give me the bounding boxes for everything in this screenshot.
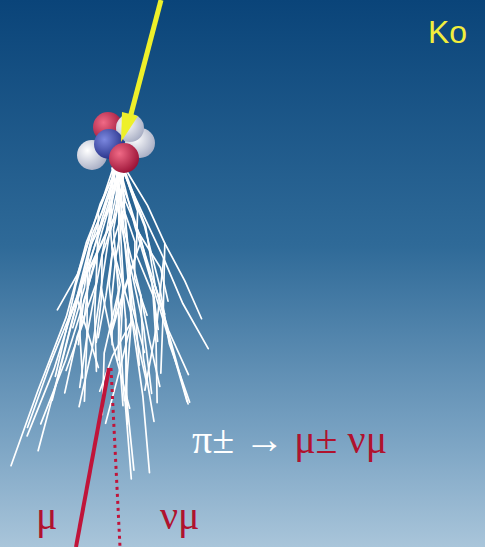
muon-track	[76, 368, 109, 547]
nucleus	[77, 112, 155, 173]
particle-label: μ	[36, 496, 57, 536]
slide-title: Ko	[428, 16, 467, 48]
shower-track	[122, 168, 209, 349]
shower-track	[122, 168, 189, 402]
shower-track	[145, 258, 164, 390]
decay-formula: μ± νμ	[294, 420, 387, 460]
primary-cosmic-ray-arrow	[121, 0, 161, 142]
shower-tracks	[11, 168, 208, 479]
shower-track	[52, 168, 122, 400]
neutrino-track	[111, 368, 120, 547]
shower-track	[126, 319, 128, 424]
shower-track	[95, 256, 97, 371]
shower-track	[41, 168, 121, 424]
shower-track	[78, 168, 113, 345]
shower-track	[100, 320, 132, 391]
decay-formula: π± →	[192, 420, 284, 460]
shower-track	[27, 168, 121, 427]
particle-label: νμ	[160, 496, 200, 536]
shower-track	[111, 241, 141, 334]
